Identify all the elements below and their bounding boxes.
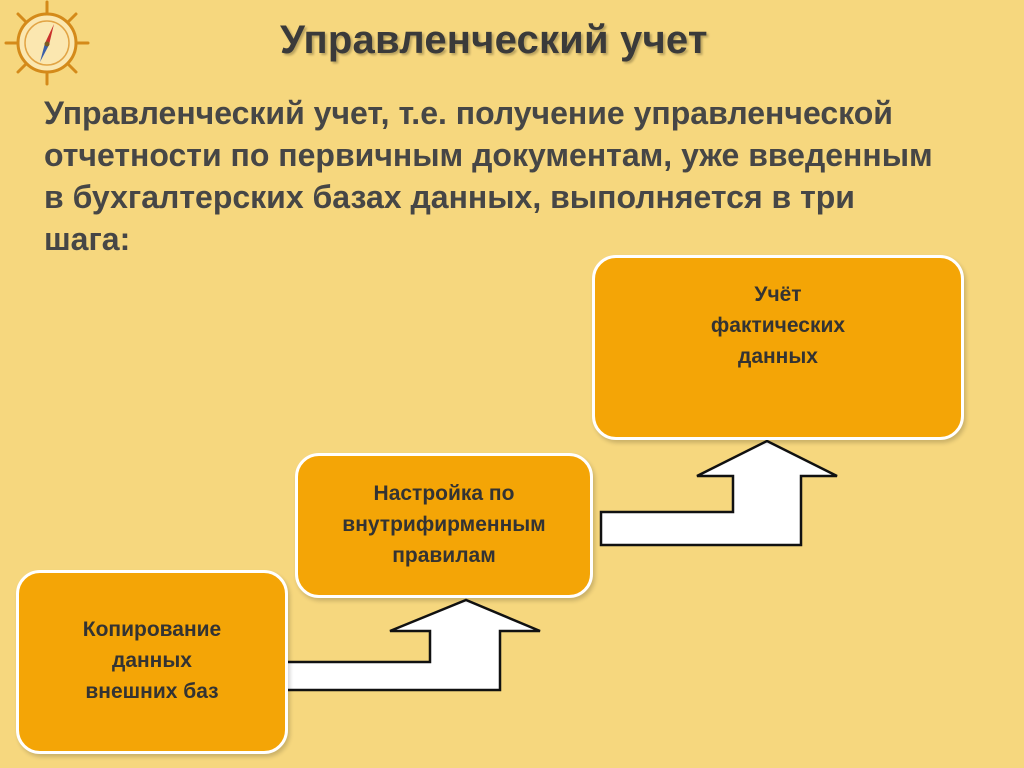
compass-logo-icon [4,0,90,86]
arrow-step2-to-step3 [599,439,838,547]
arrow-step1-to-step2 [284,598,541,692]
step-actual-data-accounting: Учёт фактических данных [592,255,964,440]
step-label: Копирование данных внешних баз [82,617,222,703]
slide-title: Управленческий учет [280,18,708,62]
step-label: Настройка по внутрифирменным правилам [342,482,546,567]
step-label: Учёт фактических данных [710,283,846,368]
intro-text: Управленческий учет, т.е. получение упра… [44,95,933,257]
step-copy-external-data: Копирование данных внешних баз [16,570,288,754]
step-internal-rules: Настройка по внутрифирменным правилам [295,453,593,598]
